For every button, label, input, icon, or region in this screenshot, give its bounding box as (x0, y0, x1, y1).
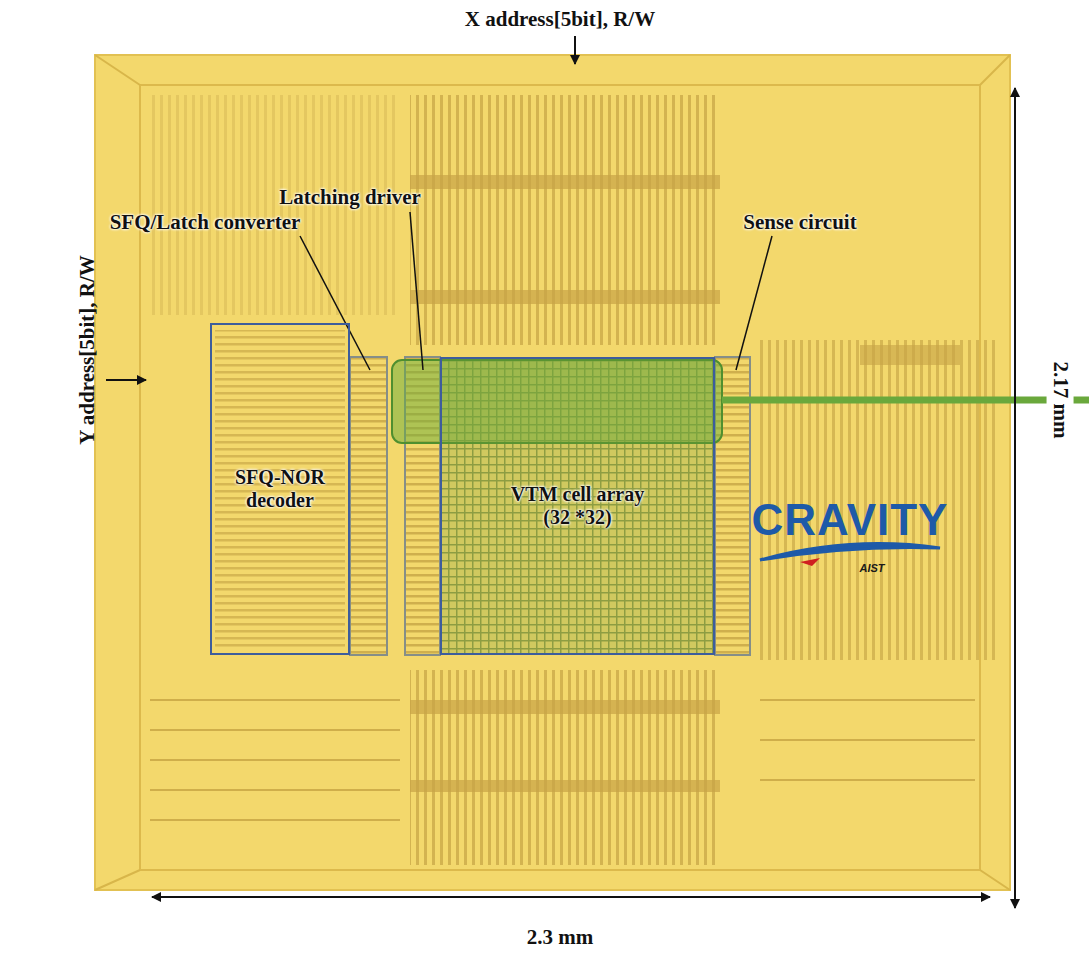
dimension-label: 2.17 mm (1046, 358, 1073, 443)
logo-subtext: AIST (859, 562, 884, 574)
leader-lines (300, 212, 772, 370)
decoder-block: SFQ-NOR decoder (210, 323, 350, 655)
part-label: Latching driver (279, 186, 421, 209)
signal-label: Y address[5bit], R/W (76, 255, 99, 445)
chip-die (95, 55, 1010, 890)
memory-array-block: VTM cell array (32 *32) (440, 357, 715, 655)
logo-swoosh (760, 544, 940, 566)
block-label: VTM cell array (32 *32) (498, 483, 658, 529)
dimension-label: 2.3 mm (527, 926, 594, 949)
dimension-arrows (106, 36, 1015, 908)
block-label: SFQ-NOR decoder (220, 466, 340, 512)
circuit-blocks (350, 357, 750, 655)
logo-text: CRAVITY (752, 496, 949, 544)
part-label: Sense circuit (743, 211, 856, 234)
part-label: SFQ/Latch converter (110, 211, 301, 234)
signal-label: X address[5bit], R/W (465, 8, 655, 31)
